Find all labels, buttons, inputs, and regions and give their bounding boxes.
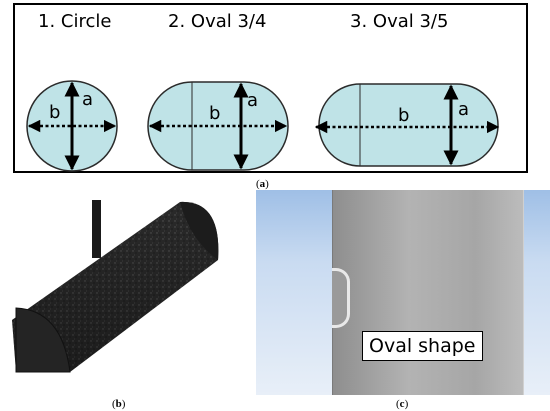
oval-slot [332, 268, 350, 328]
cylinder-body [332, 190, 524, 395]
oval35-label-a: a [458, 99, 470, 120]
oval-3-5-shape [314, 83, 500, 167]
caption-a: (a) [256, 178, 269, 190]
panel-c-render: Oval shape [256, 190, 550, 395]
circle-label-a: a [82, 89, 94, 110]
oval35-label-b: b [398, 105, 410, 126]
oval-3-4-shape [147, 81, 289, 171]
rock-end-cap [15, 307, 71, 373]
title-oval-3-5: 3. Oval 3/5 [350, 11, 449, 32]
caption-c: (c) [396, 398, 409, 410]
circle-shape [26, 80, 118, 172]
shapes-diagram [26, 80, 500, 172]
title-circle: 1. Circle [38, 11, 112, 32]
panel-b-render [12, 200, 219, 373]
panel-a [13, 3, 528, 173]
oval34-label-a: a [247, 90, 259, 111]
circle-label-b: b [49, 102, 61, 123]
oval-shape-label: Oval shape [362, 331, 483, 361]
title-oval-3-4: 2. Oval 3/4 [168, 11, 267, 32]
pipe [92, 200, 101, 258]
oval34-label-b: b [209, 103, 221, 124]
caption-b: (b) [112, 398, 126, 410]
